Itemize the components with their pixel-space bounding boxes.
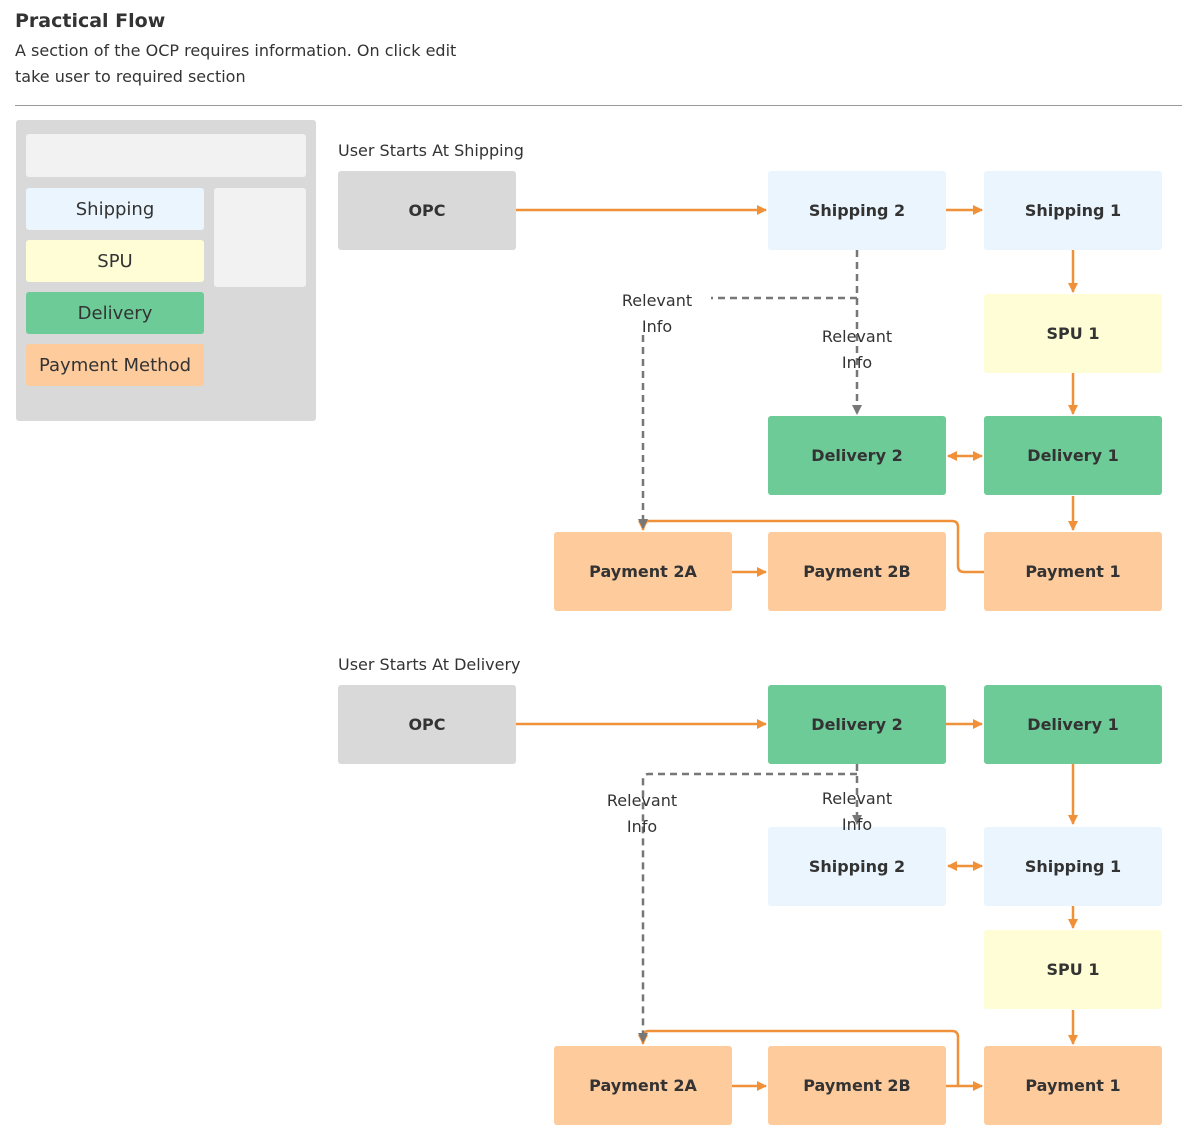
legend-item-delivery[interactable]: Delivery xyxy=(26,292,204,334)
page-title: Practical Flow xyxy=(15,10,166,32)
flow1-label: User Starts At Shipping xyxy=(338,141,524,160)
flow1-node-shipping1[interactable]: Shipping 1 xyxy=(984,171,1162,250)
flow2-node-opc[interactable]: OPC xyxy=(338,685,516,764)
flow1-node-shipping2[interactable]: Shipping 2 xyxy=(768,171,946,250)
flow2-relevant-info-center: Relevant Info xyxy=(821,789,893,834)
flow1-relevant-info-left: Relevant Info xyxy=(621,291,693,336)
flow2-node-delivery1[interactable]: Delivery 1 xyxy=(984,685,1162,764)
flow1-node-delivery1[interactable]: Delivery 1 xyxy=(984,416,1162,495)
flow2-node-payment1[interactable]: Payment 1 xyxy=(984,1046,1162,1125)
flow1-node-payment2a[interactable]: Payment 2A xyxy=(554,532,732,611)
flow1-node-payment2b[interactable]: Payment 2B xyxy=(768,532,946,611)
flow2-label: User Starts At Delivery xyxy=(338,655,521,674)
flow2-node-payment2a[interactable]: Payment 2A xyxy=(554,1046,732,1125)
legend-item-spu[interactable]: SPU xyxy=(26,240,204,282)
flow2-relevant-info-left: Relevant Info xyxy=(606,791,678,836)
flow2-node-shipping1[interactable]: Shipping 1 xyxy=(984,827,1162,906)
flow1-node-payment1[interactable]: Payment 1 xyxy=(984,532,1162,611)
flow1-node-opc[interactable]: OPC xyxy=(338,171,516,250)
legend-sidebox xyxy=(214,188,306,287)
legend-item-payment-method[interactable]: Payment Method xyxy=(26,344,204,386)
flow2-node-delivery2[interactable]: Delivery 2 xyxy=(768,685,946,764)
legend-panel: Shipping SPU Delivery Payment Method xyxy=(16,120,316,421)
f2-dashed-to-payment2a xyxy=(638,772,857,1043)
flow1-node-delivery2[interactable]: Delivery 2 xyxy=(768,416,946,495)
legend-topbar xyxy=(26,134,306,177)
flow1-node-spu1[interactable]: SPU 1 xyxy=(984,294,1162,373)
flow2-node-spu1[interactable]: SPU 1 xyxy=(984,930,1162,1009)
flow2-node-shipping2[interactable]: Shipping 2 xyxy=(768,827,946,906)
legend-item-shipping[interactable]: Shipping xyxy=(26,188,204,230)
divider xyxy=(15,105,1182,106)
flow1-relevant-info-center: Relevant Info xyxy=(821,327,893,372)
page-description: A section of the OCP requires informatio… xyxy=(15,41,457,86)
flow2-node-payment2b[interactable]: Payment 2B xyxy=(768,1046,946,1125)
